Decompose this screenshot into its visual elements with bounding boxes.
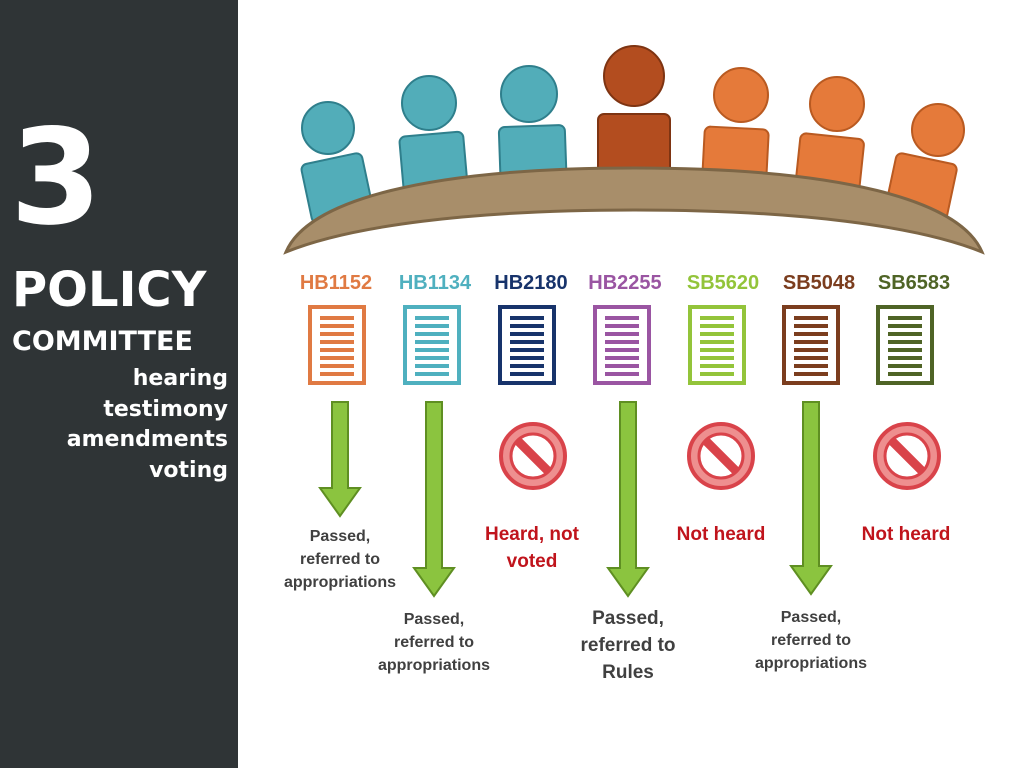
person-icon xyxy=(300,101,374,224)
sidebar: 3 POLICY COMMITTEE hearing testimony ame… xyxy=(0,0,238,768)
document-line xyxy=(605,324,639,328)
document-line xyxy=(794,332,828,336)
document-line xyxy=(794,364,828,368)
document-icon xyxy=(876,305,934,385)
document-line xyxy=(320,332,354,336)
document-line xyxy=(700,316,734,320)
document-line xyxy=(605,332,639,336)
bill-label-hb2255: HB2255 xyxy=(588,272,662,294)
document-line xyxy=(510,372,544,376)
document-line xyxy=(700,364,734,368)
document-line xyxy=(415,324,449,328)
outcome-sb6583: Not heard xyxy=(861,524,951,545)
document-line xyxy=(888,316,922,320)
document-line xyxy=(794,372,828,376)
down-arrow-icon xyxy=(606,401,650,598)
outcome-sb5620: Not heard xyxy=(676,524,766,545)
prohibited-icon xyxy=(873,422,941,490)
prohibited-icon xyxy=(499,422,567,490)
document-icon xyxy=(498,305,556,385)
outcome-hb2255: Passed, referred to Rules xyxy=(580,608,676,683)
document-icon xyxy=(403,305,461,385)
document-line xyxy=(605,316,639,320)
document-icon xyxy=(308,305,366,385)
document-line xyxy=(888,372,922,376)
document-line xyxy=(700,340,734,344)
document-line xyxy=(415,316,449,320)
document-line xyxy=(320,340,354,344)
document-line xyxy=(700,348,734,352)
document-line xyxy=(320,356,354,360)
document-line xyxy=(320,324,354,328)
document-line xyxy=(510,324,544,328)
document-line xyxy=(415,356,449,360)
document-line xyxy=(510,332,544,336)
document-line xyxy=(888,340,922,344)
document-line xyxy=(700,356,734,360)
document-line xyxy=(700,372,734,376)
committee-table-icon xyxy=(283,45,985,255)
title-committee: COMMITTEE xyxy=(12,326,193,357)
document-line xyxy=(700,324,734,328)
step-testimony: testimony xyxy=(103,396,228,422)
document-line xyxy=(605,340,639,344)
document-line xyxy=(320,364,354,368)
document-line xyxy=(605,356,639,360)
bill-label-sb5620: SB5620 xyxy=(686,272,760,294)
down-arrow-icon xyxy=(789,401,833,596)
step-list: hearing testimony amendments voting xyxy=(8,364,228,486)
document-line xyxy=(415,348,449,352)
document-line xyxy=(415,332,449,336)
document-icon xyxy=(782,305,840,385)
bill-label-sb6583: SB6583 xyxy=(877,272,951,294)
document-line xyxy=(700,332,734,336)
document-line xyxy=(320,372,354,376)
document-line xyxy=(605,372,639,376)
bill-label-hb1134: HB1134 xyxy=(398,272,472,294)
bill-label-sb5048: SB5048 xyxy=(782,272,856,294)
step-number: 3 xyxy=(10,101,102,255)
document-line xyxy=(888,356,922,360)
bill-label-hb1152: HB1152 xyxy=(299,272,373,294)
document-line xyxy=(888,324,922,328)
document-icon xyxy=(688,305,746,385)
step-voting: voting xyxy=(149,457,228,483)
document-line xyxy=(510,348,544,352)
step-hearing: hearing xyxy=(132,366,228,391)
document-line xyxy=(794,324,828,328)
document-line xyxy=(794,356,828,360)
outcome-hb2180: Heard, not voted xyxy=(485,524,579,572)
document-line xyxy=(415,340,449,344)
document-line xyxy=(888,364,922,368)
document-line xyxy=(888,332,922,336)
prohibited-icon xyxy=(687,422,755,490)
step-amendments: amendments xyxy=(66,427,228,452)
document-line xyxy=(510,340,544,344)
document-line xyxy=(510,364,544,368)
document-line xyxy=(794,316,828,320)
outcome-hb1134: Passed, referred to appropriations xyxy=(377,611,490,674)
document-line xyxy=(320,348,354,352)
document-line xyxy=(510,316,544,320)
outcome-hb1152: Passed, referred to appropriations xyxy=(283,528,396,591)
title-policy: POLICY xyxy=(12,262,207,318)
down-arrow-icon xyxy=(318,401,362,518)
document-line xyxy=(794,340,828,344)
document-line xyxy=(510,356,544,360)
bill-label-hb2180: HB2180 xyxy=(494,272,568,294)
document-line xyxy=(605,364,639,368)
document-line xyxy=(888,348,922,352)
document-line xyxy=(415,372,449,376)
document-icon xyxy=(593,305,651,385)
document-line xyxy=(794,348,828,352)
document-line xyxy=(605,348,639,352)
document-line xyxy=(415,364,449,368)
outcome-sb5048: Passed, referred to appropriations xyxy=(754,609,867,672)
document-line xyxy=(320,316,354,320)
down-arrow-icon xyxy=(412,401,456,598)
